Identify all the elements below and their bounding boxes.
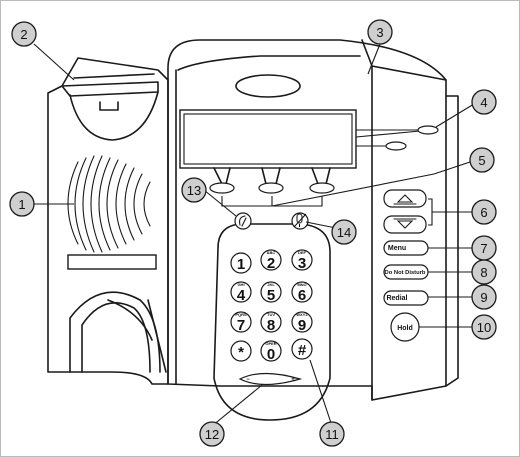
callout-number: 4 [480,95,487,110]
redial-label: Redial [386,295,407,302]
key-letters: WXYZ [296,312,308,317]
key-digit: 4 [237,287,246,304]
key-letters: MNO [297,282,306,287]
callout-number: 7 [480,241,487,256]
callout-number: 6 [480,205,487,220]
speaker-grille [67,155,151,253]
key-digit: 7 [237,317,245,334]
key-pound[interactable]: # [291,338,313,360]
callout-number: 14 [337,225,351,240]
key-4[interactable]: GHI 4 [230,281,252,304]
callout-12: 12 [199,421,225,447]
callout-number: 3 [376,25,383,40]
volume-key[interactable]: − + [238,372,303,386]
lcd-display [179,109,357,169]
callout-13: 13 [181,177,207,203]
soft-key-2[interactable] [258,182,284,194]
soft-key-1[interactable] [209,182,235,194]
key-0[interactable]: OPER 0 [260,340,282,363]
key-digit: 0 [267,346,275,363]
callout-5: 5 [469,147,495,173]
key-digit: 1 [237,256,245,273]
keypad-panel [213,223,331,421]
callout-number: 10 [477,320,491,335]
key-star[interactable]: * [230,340,252,362]
line-key [355,125,439,151]
key-letters: PQRS [235,312,247,317]
key-letters: DEF [298,250,307,255]
key-digit: 2 [267,255,275,272]
scroll-up-button[interactable] [383,189,427,208]
key-digit: 5 [267,287,275,304]
key-8[interactable]: TUV 8 [260,311,282,334]
callout-number: 13 [187,183,201,198]
callout-9: 9 [471,284,497,310]
redial-button[interactable]: Redial [383,290,429,306]
key-digit: 9 [298,317,306,334]
scroll-down-button[interactable] [383,215,427,234]
line-key-button-2[interactable] [385,141,407,151]
callout-2: 2 [11,21,37,47]
callout-3: 3 [367,19,393,45]
key-3[interactable]: DEF 3 [291,249,313,272]
key-6[interactable]: MNO 6 [291,281,313,304]
message-indicator [235,74,301,98]
callout-number: 2 [20,27,27,42]
callout-7: 7 [471,235,497,261]
do-not-disturb-button[interactable]: Do Not Disturb [383,264,429,280]
key-2[interactable]: ABC 2 [260,249,282,272]
callout-14: 14 [331,219,357,245]
key-letters: JKL [267,282,275,287]
callout-1: 1 [9,191,35,217]
menu-button[interactable]: Menu [383,240,429,256]
callout-number: 9 [480,290,487,305]
key-letters: TUV [267,312,275,317]
callout-10: 10 [471,314,497,340]
key-digit: * [238,344,244,361]
callout-4: 4 [471,89,497,115]
hold-button[interactable]: Hold [390,312,420,342]
key-digit: 8 [267,317,275,334]
key-9[interactable]: WXYZ 9 [291,311,313,334]
callout-number: 1 [18,197,25,212]
key-letters: ABC [267,250,276,255]
hold-label: Hold [397,325,413,332]
handset [47,57,169,385]
headset-icon[interactable] [234,212,252,230]
callout-number: 5 [478,153,485,168]
soft-key-3[interactable] [309,182,335,194]
line-key-button[interactable] [417,125,439,135]
microphone-mute-icon[interactable] [291,212,309,230]
callout-number: 8 [480,265,487,280]
key-1[interactable]: 1 [230,252,252,274]
soft-keys [209,167,335,194]
svg-text:−: − [246,377,250,383]
callout-number: 12 [205,427,219,442]
key-7[interactable]: PQRS 7 [230,311,252,334]
key-digit: 3 [298,255,306,272]
key-digit: # [298,342,307,359]
dial-pad: 1 ABC 2 DEF 3 GHI 4 JKL 5 MNO 6 [230,249,313,363]
key-5[interactable]: JKL 5 [260,281,282,304]
key-letters: GHI [237,282,244,287]
handset-slot [67,254,157,270]
key-digit: 6 [298,287,306,304]
leader-lines [33,43,475,427]
key-letters: OPER [265,341,276,346]
callout-8: 8 [471,259,497,285]
menu-label: Menu [388,245,406,252]
do-not-disturb-label: Do Not Disturb [385,270,426,276]
callout-6: 6 [471,199,497,225]
callout-number: 11 [325,427,339,442]
callout-11: 11 [319,421,345,447]
svg-text:+: + [291,377,295,383]
